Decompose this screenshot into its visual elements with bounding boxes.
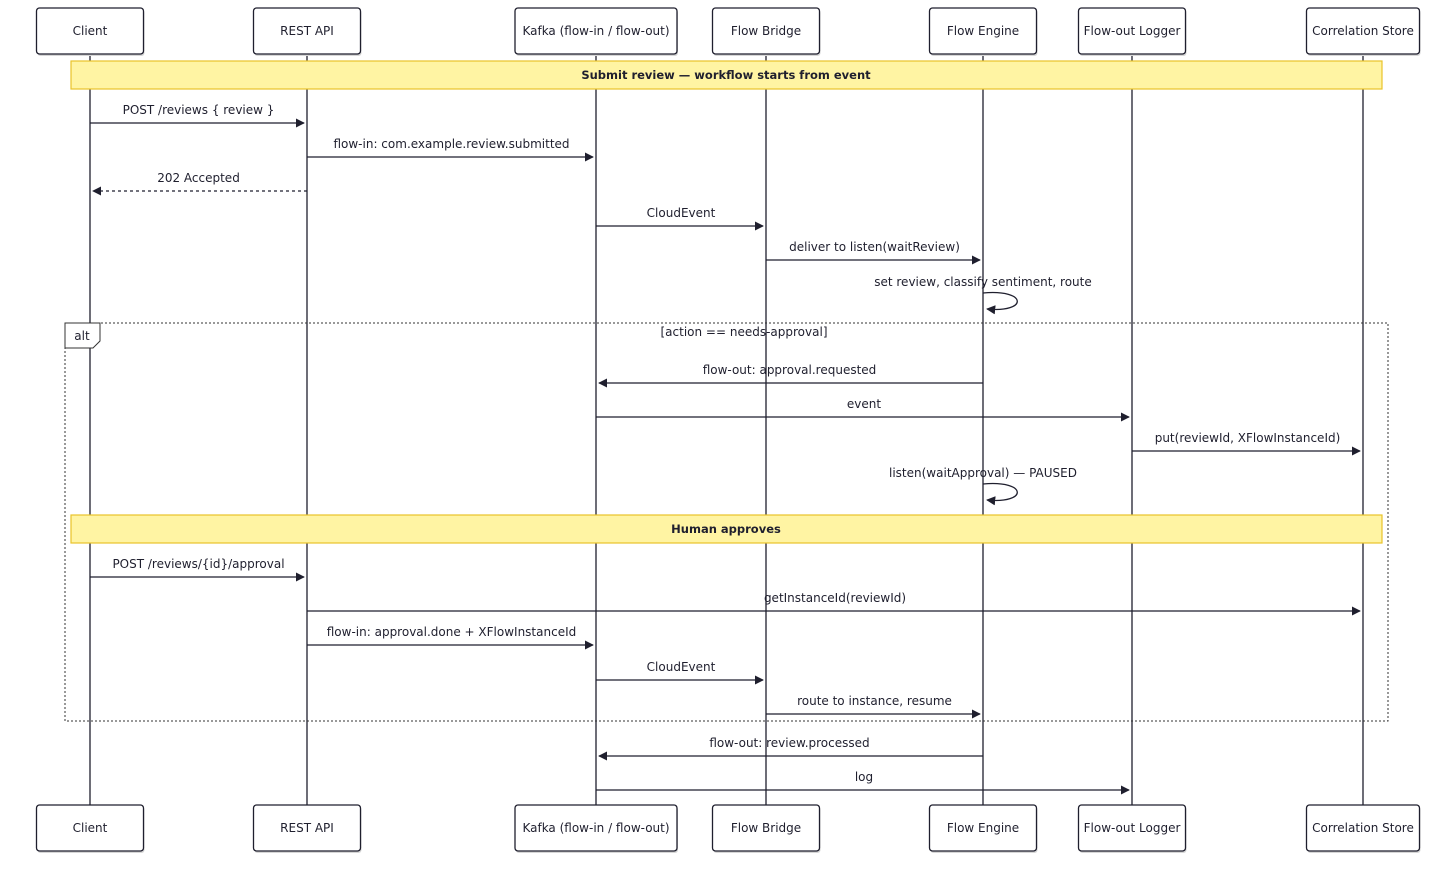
participant-box: [1077, 804, 1187, 852]
message-label: put(reviewId, XFlowInstanceId): [1155, 431, 1341, 445]
participant-logger-bottom: Flow-out Logger: [1077, 804, 1187, 853]
participant-label: Flow-out Logger: [1084, 24, 1181, 38]
message-9: put(reviewId, XFlowInstanceId): [1132, 431, 1361, 456]
participant-client-top: Client: [35, 7, 145, 56]
participant-box: [514, 7, 678, 55]
note-box: [70, 514, 1383, 544]
message-label: listen(waitApproval) — PAUSED: [889, 466, 1077, 480]
note-submit: Submit review — workflow starts from eve…: [70, 60, 1383, 90]
message-label: 202 Accepted: [157, 171, 240, 185]
message-label: POST /reviews/{id}/approval: [112, 557, 284, 571]
participant-label: Correlation Store: [1312, 24, 1414, 38]
message-label: flow-out: review.processed: [709, 736, 869, 750]
participant-box: [928, 804, 1038, 852]
alt-condition: [action == needs-approval]: [661, 325, 828, 339]
participant-store-bottom: Correlation Store: [1305, 804, 1421, 853]
participant-label: Flow-out Logger: [1084, 821, 1181, 835]
message-4: CloudEvent: [596, 206, 764, 231]
participant-label: Client: [73, 24, 108, 38]
participant-label: Flow Engine: [947, 24, 1019, 38]
note-approve: Human approves: [70, 514, 1383, 544]
participant-label: REST API: [280, 24, 334, 38]
participant-client-bottom: Client: [35, 804, 145, 853]
participant-box: [711, 804, 821, 852]
message-7: flow-out: approval.requested: [598, 363, 983, 388]
participant-label: Kafka (flow-in / flow-out): [522, 24, 669, 38]
participant-box: [252, 804, 362, 852]
message-6: set review, classify sentiment, route: [874, 275, 1092, 315]
participant-box: [1077, 7, 1187, 55]
participant-label: Correlation Store: [1312, 821, 1414, 835]
note-text: Submit review — workflow starts from eve…: [581, 68, 871, 82]
message-label: POST /reviews { review }: [123, 103, 275, 117]
participant-logger-top: Flow-out Logger: [1077, 7, 1187, 56]
participant-label: Kafka (flow-in / flow-out): [522, 821, 669, 835]
message-5: deliver to listen(waitReview): [766, 240, 981, 265]
message-label: event: [847, 397, 881, 411]
participant-box: [711, 7, 821, 55]
message-12: getInstanceId(reviewId): [307, 591, 1361, 616]
participant-box: [35, 804, 145, 852]
self-message-arrow: [982, 482, 1018, 506]
message-13: flow-in: approval.done + XFlowInstanceId: [307, 625, 594, 650]
participant-label: Flow Bridge: [731, 821, 801, 835]
message-label: flow-out: approval.requested: [703, 363, 877, 377]
alt-keyword: alt: [74, 329, 90, 343]
participant-box: [514, 804, 678, 852]
message-1: POST /reviews { review }: [90, 103, 305, 128]
participant-box: [252, 7, 362, 55]
participant-box: [35, 7, 145, 55]
participant-rest-top: REST API: [252, 7, 362, 56]
message-label: flow-in: com.example.review.submitted: [333, 137, 569, 151]
participant-label: Flow Engine: [947, 821, 1019, 835]
participant-kafka-top: Kafka (flow-in / flow-out): [514, 7, 678, 56]
message-11: POST /reviews/{id}/approval: [90, 557, 305, 582]
message-label: CloudEvent: [647, 206, 716, 220]
message-label: getInstanceId(reviewId): [764, 591, 906, 605]
participant-label: Client: [73, 821, 108, 835]
message-17: log: [596, 770, 1130, 795]
participant-rest-bottom: REST API: [252, 804, 362, 853]
participant-engine-bottom: Flow Engine: [928, 804, 1038, 853]
participant-box: [1305, 7, 1421, 55]
participant-kafka-bottom: Kafka (flow-in / flow-out): [514, 804, 678, 853]
message-3: 202 Accepted: [92, 171, 307, 196]
message-label: flow-in: approval.done + XFlowInstanceId: [327, 625, 577, 639]
participant-bridge-bottom: Flow Bridge: [711, 804, 821, 853]
self-message-arrow: [982, 291, 1018, 315]
message-16: flow-out: review.processed: [598, 736, 983, 761]
message-label: deliver to listen(waitReview): [789, 240, 960, 254]
alt-frame: [64, 322, 1389, 722]
note-text: Human approves: [671, 522, 781, 536]
message-label: set review, classify sentiment, route: [874, 275, 1092, 289]
message-label: route to instance, resume: [797, 694, 952, 708]
alt-label-tab: [64, 322, 101, 349]
message-14: CloudEvent: [596, 660, 764, 685]
note-box: [70, 60, 1383, 90]
message-label: CloudEvent: [647, 660, 716, 674]
participant-store-top: Correlation Store: [1305, 7, 1421, 56]
participant-label: REST API: [280, 821, 334, 835]
message-10: listen(waitApproval) — PAUSED: [889, 466, 1077, 506]
participant-engine-top: Flow Engine: [928, 7, 1038, 56]
participant-box: [1305, 804, 1421, 852]
message-15: route to instance, resume: [766, 694, 981, 719]
participant-box: [928, 7, 1038, 55]
participant-bridge-top: Flow Bridge: [711, 7, 821, 56]
message-label: log: [855, 770, 873, 784]
message-2: flow-in: com.example.review.submitted: [307, 137, 594, 162]
message-8: event: [596, 397, 1130, 422]
participant-label: Flow Bridge: [731, 24, 801, 38]
